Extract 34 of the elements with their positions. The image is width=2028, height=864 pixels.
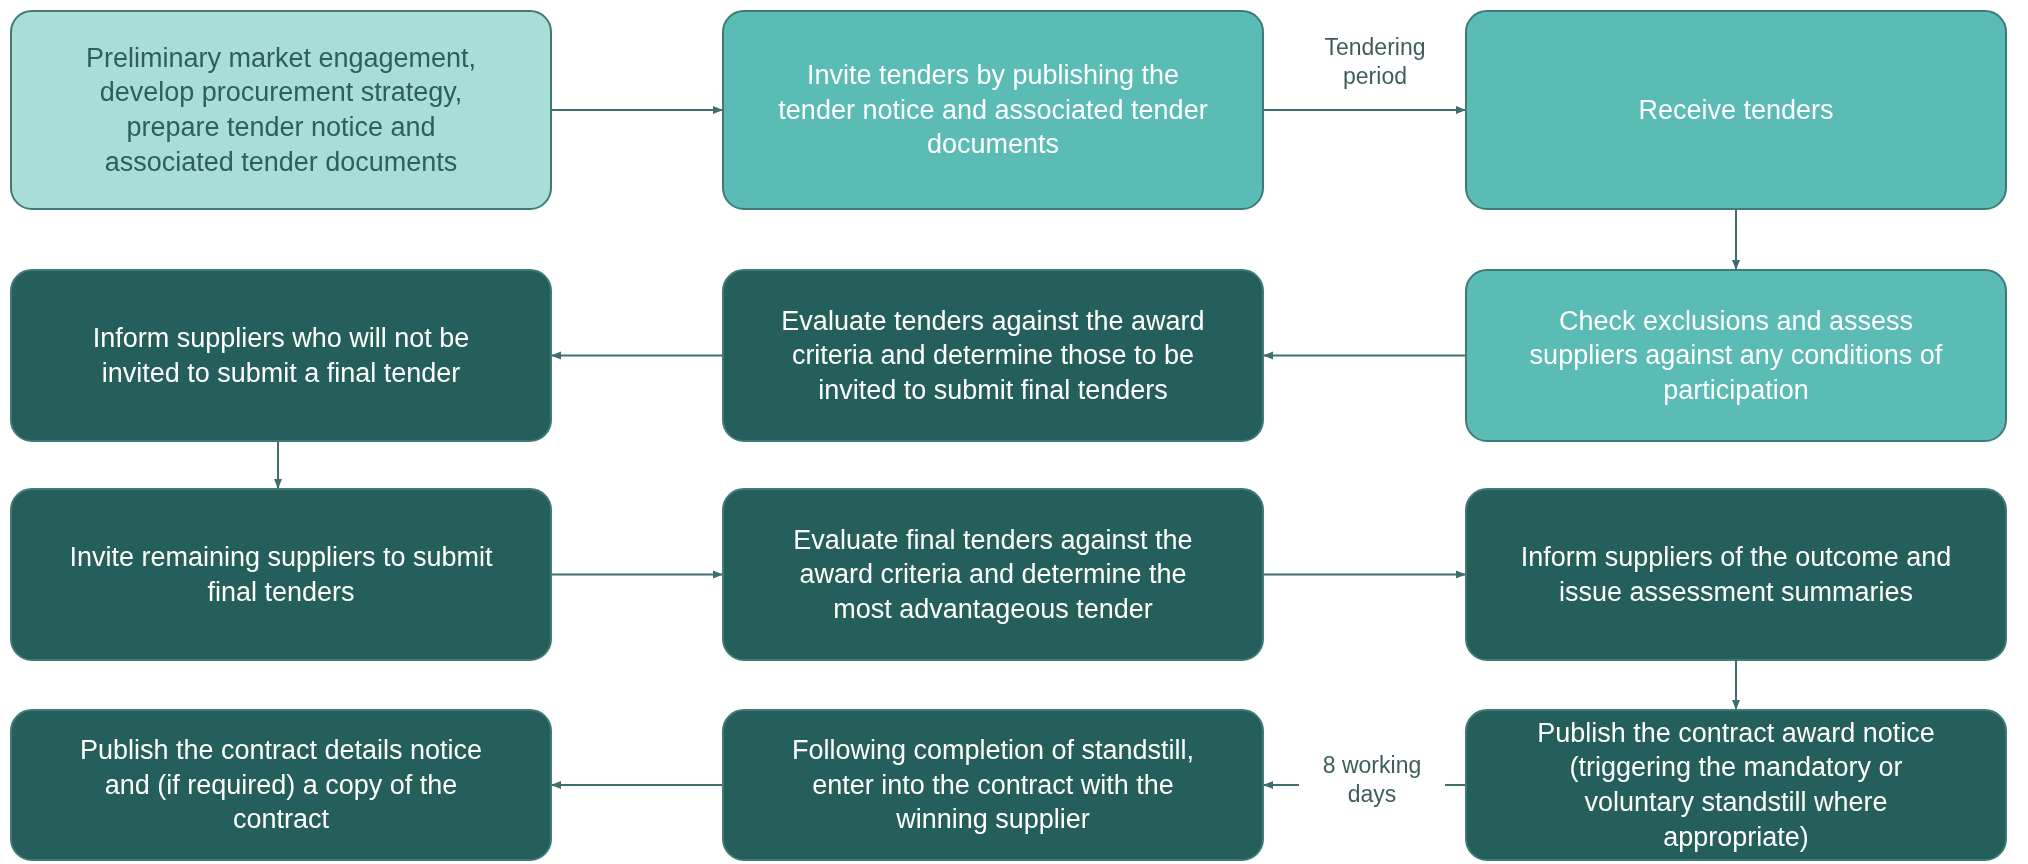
process-box: [722, 709, 1264, 861]
process-box: [10, 488, 552, 661]
arrow: [1263, 106, 1466, 114]
step-text: Evaluate final tenders against the award criteria and determine the most advantageous tender: [792, 523, 1194, 626]
step-text: Following completion of standstill, enter into the contract with the winning supplier: [790, 734, 1196, 837]
step-text: Check exclusions and assess suppliers against any conditions of participation: [1528, 304, 1944, 407]
process-box: [1465, 269, 2007, 442]
step-text: Invite tenders by publishing the tender notice and associated tender documents: [777, 59, 1209, 162]
arrow: [1732, 209, 1740, 270]
step-text: Evaluate tenders against the award criteria and determine those to be invited to submit final tenders: [780, 304, 1206, 407]
arrow: [274, 441, 282, 489]
step-text: Receive tenders: [1638, 93, 1834, 127]
step-text: Publish the contract details notice and (if required) a copy of the contract: [78, 734, 484, 837]
process-box: [722, 10, 1264, 210]
arrow: [551, 106, 723, 114]
process-box: [10, 10, 552, 210]
arrow: [551, 570, 723, 579]
step-text: Inform suppliers of the outcome and issue assessment summaries: [1519, 540, 1953, 609]
arrow: [551, 351, 723, 360]
step-text: Preliminary market engagement, develop procurement strategy, prepare tender notice and associated tender documents: [84, 41, 478, 179]
arrow: [1263, 570, 1466, 579]
process-box: [1465, 709, 2007, 861]
step-text: Invite remaining suppliers to submit final tenders: [68, 540, 494, 609]
process-box: [1465, 488, 2007, 661]
process-box: [10, 709, 552, 861]
step-text: Inform suppliers who will not be invited to submit a final tender: [91, 321, 471, 390]
process-box: [722, 488, 1264, 661]
step-text: Publish the contract award notice (triggering the mandatory or voluntary standstill where appropriate): [1536, 716, 1936, 854]
arrow: [551, 781, 723, 789]
process-box: [722, 269, 1264, 442]
arrow: [1732, 660, 1740, 710]
arrow: [1263, 351, 1466, 360]
process-box: [10, 269, 552, 442]
process-box: [1465, 10, 2007, 210]
